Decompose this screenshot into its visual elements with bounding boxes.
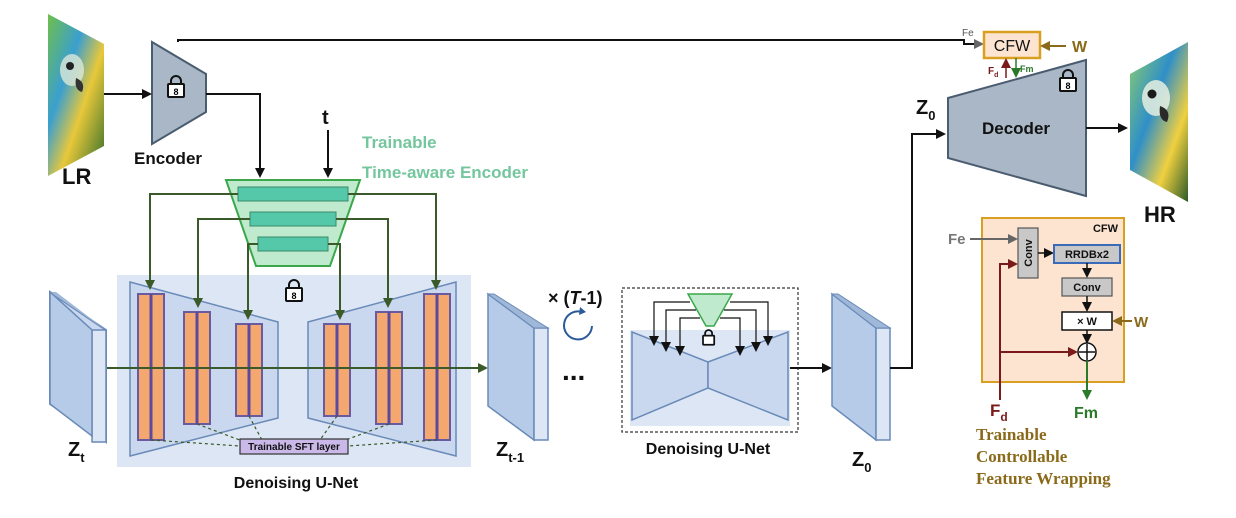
time-encoder-bar-1	[237, 186, 349, 202]
cfw-detail-box	[981, 217, 1125, 383]
lr-label: LR	[62, 164, 91, 189]
fe-small-label: Fe	[962, 28, 974, 39]
encoder-to-cfw-line	[177, 39, 984, 49]
hr-label: HR	[1144, 202, 1176, 227]
denoising-unet-label: Denoising U-Net	[234, 475, 359, 492]
z-t-1-label: Zt-1	[496, 439, 524, 465]
lock-icon	[702, 329, 716, 346]
fd-label: Fd	[990, 401, 1008, 424]
sft-layer-label: Trainable SFT layer	[248, 442, 340, 453]
z0-label: Z0	[852, 449, 871, 475]
encoder-label: Encoder	[134, 149, 202, 168]
lock-icon: 8	[285, 279, 303, 302]
z-t-label: Zt	[68, 439, 85, 465]
fe-detail-label: Fe	[948, 231, 966, 248]
times-w-label: × W	[1077, 316, 1097, 328]
decoder-block	[947, 58, 1087, 198]
cfw-detail-title: CFW	[1093, 223, 1119, 235]
caption-line-1: Trainable	[976, 425, 1047, 444]
circled-plus-icon	[1077, 342, 1097, 362]
conv-label: Conv	[1073, 282, 1101, 294]
small-unet-right	[707, 330, 789, 422]
caption-line-2: Controllable	[976, 447, 1068, 466]
z0-to-decoder-arrow	[890, 129, 946, 369]
fm-label: Fm	[1074, 405, 1098, 422]
z-t-latent	[49, 290, 107, 444]
fd-to-conv-line	[999, 259, 1018, 400]
lr-image	[48, 14, 104, 176]
trainable-label: Trainable	[362, 133, 437, 152]
time-aware-encoder-label: Time-aware Encoder	[362, 163, 528, 182]
dots-label: ...	[562, 355, 585, 386]
lock-icon: 8	[1059, 69, 1077, 92]
caption-line-3: Feature Wrapping	[976, 469, 1111, 488]
fm-small-label: Fm	[1020, 64, 1034, 74]
repeat-label: × (T-1)	[548, 288, 603, 308]
lock-icon: 8	[167, 75, 185, 98]
z0-latent	[830, 292, 892, 442]
hr-image	[1130, 42, 1188, 202]
cfw-top-label: CFW	[994, 38, 1031, 55]
w-detail-label: W	[1134, 314, 1149, 331]
small-unet-label: Denoising U-Net	[646, 441, 771, 458]
time-encoder-bar-2	[249, 211, 337, 227]
svg-text:8: 8	[1065, 81, 1070, 91]
w-top-label: W	[1072, 39, 1088, 56]
loop-arrow-icon	[563, 307, 593, 341]
z-t-1-latent	[486, 292, 550, 442]
decoder-label: Decoder	[982, 119, 1050, 138]
time-aware-encoder	[224, 179, 362, 267]
sft-layer-box	[239, 438, 349, 455]
rrdb-label: RRDBx2	[1065, 249, 1109, 261]
small-time-encoder	[686, 293, 734, 327]
t-label: t	[322, 107, 329, 129]
time-encoder-connections	[145, 193, 441, 320]
encoder-to-time-encoder-arrow	[206, 93, 265, 178]
small-unet-connections	[649, 301, 773, 356]
svg-text:8: 8	[173, 87, 178, 97]
fd-small-label: Fd	[988, 66, 998, 79]
z0-top-label: Z0	[916, 97, 935, 123]
time-encoder-bar-3	[257, 236, 329, 252]
svg-text:8: 8	[291, 291, 296, 301]
conv-vertical-label: Conv	[1023, 238, 1035, 266]
